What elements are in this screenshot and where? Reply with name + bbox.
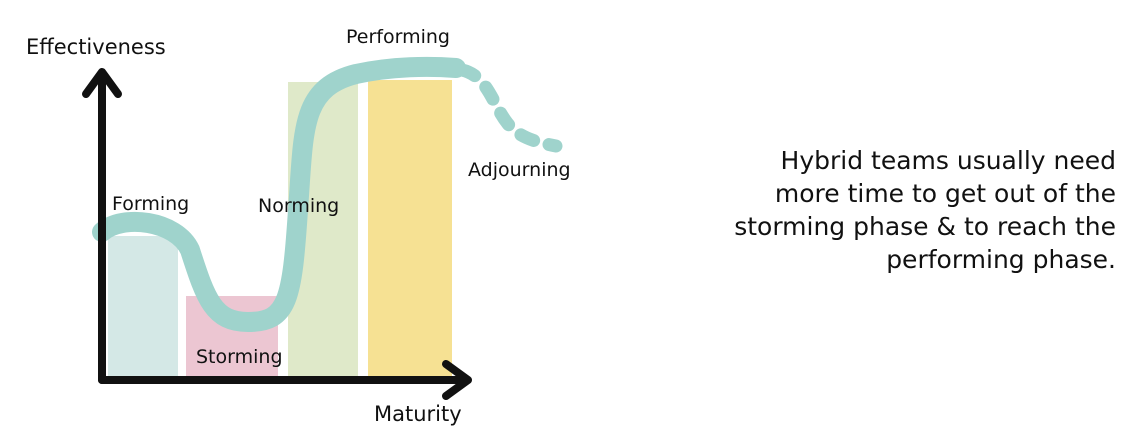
phase-label-adjourning: Adjourning (468, 159, 571, 181)
phase-label-storming: Storming (196, 346, 283, 368)
effectiveness-curve (92, 56, 466, 332)
note-line: storming phase & to reach the (734, 212, 1116, 241)
phase-label-norming: Norming (258, 195, 339, 217)
axes (82, 68, 472, 400)
note-line: more time to get out of the (774, 179, 1116, 208)
y-axis-label: Effectiveness (26, 35, 166, 59)
x-axis-arrowhead (442, 360, 472, 400)
x-axis-label: Maturity (374, 402, 462, 426)
note-line: Hybrid teams usually need (780, 146, 1116, 175)
note-line: performing phase. (886, 245, 1116, 274)
y-axis-arrowhead (82, 68, 122, 98)
adjourning-dashed-curve (455, 63, 563, 153)
phase-bar-forming (108, 236, 178, 378)
phase-label-performing: Performing (346, 26, 450, 48)
phase-bar-performing (368, 80, 452, 378)
hybrid-teams-note: Hybrid teams usually need more time to g… (656, 144, 1116, 276)
phase-label-forming: Forming (112, 193, 189, 215)
